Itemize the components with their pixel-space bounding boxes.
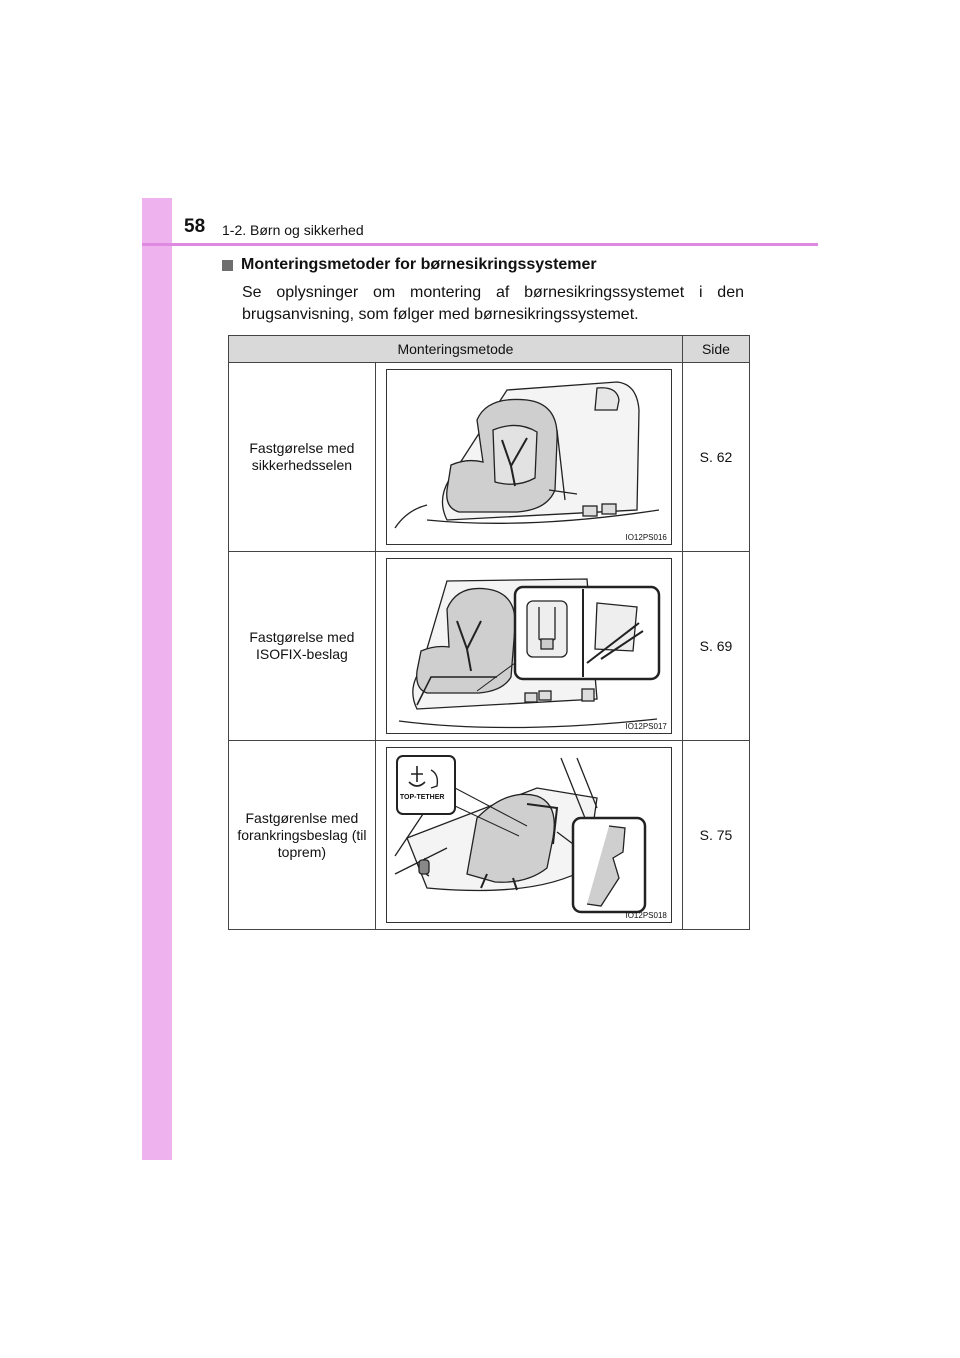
method-label: Fastgørelse med sikkerhedsselen — [249, 440, 355, 473]
figure-code: IO12PS016 — [625, 533, 667, 542]
header-page: Side — [681, 335, 751, 363]
side-tab-strip — [142, 198, 172, 1160]
page-reference: S. 62 — [681, 362, 751, 552]
table-row: Fastgørelse med sikkerhedsselen — [228, 362, 751, 552]
table-row: Fastgørelse med ISOFIX-beslag — [228, 551, 751, 741]
section-heading: Monteringsmetoder for børnesikringssyste… — [222, 256, 597, 274]
figure-code: IO12PS018 — [625, 911, 667, 920]
page-reference: S. 69 — [681, 551, 751, 741]
isofix-drawing — [398, 578, 661, 729]
header-rule — [142, 243, 818, 246]
mounting-methods-table: Monteringsmetode Side Fastgørelse med si… — [228, 335, 751, 930]
chapter-title: 1-2. Børn og sikkerhed — [222, 222, 364, 238]
page-number: 58 — [184, 216, 206, 237]
method-label: Fastgørelse med ISOFIX-beslag — [249, 629, 355, 662]
section-body: Se oplysninger om montering af børnesikr… — [242, 284, 744, 323]
top-tether-drawing — [394, 755, 647, 914]
square-bullet-icon — [222, 260, 233, 271]
header-method: Monteringsmetode — [228, 335, 683, 363]
section-heading-text: Monteringsmetoder for børnesikringssyste… — [241, 256, 597, 273]
figure-code: IO12PS017 — [625, 722, 667, 731]
child-seat-drawing — [394, 381, 659, 529]
method-label: Fastgørenlse med forankringsbeslag (til … — [237, 809, 367, 860]
top-tether-badge: TOP-TETHER — [399, 794, 445, 801]
top-tether-illustration: TOP-TETHER IO12PS018 — [385, 747, 672, 923]
isofix-child-seat-illustration: IO12PS017 — [385, 558, 672, 734]
seatbelt-child-seat-illustration: IO12PS016 — [385, 369, 672, 545]
page-reference: S. 75 — [681, 740, 751, 930]
table-row: Fastgørenlse med forankringsbeslag (til … — [228, 740, 751, 930]
